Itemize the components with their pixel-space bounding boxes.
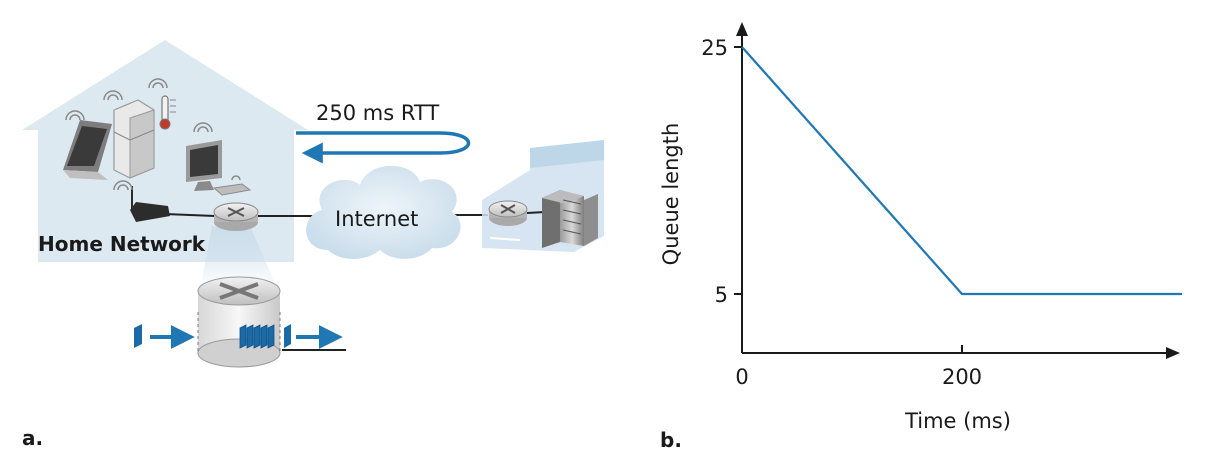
packet-icon (246, 324, 254, 349)
thermometer-icon (148, 78, 176, 130)
y-axis-arrow-icon (736, 22, 748, 36)
packet-icon (267, 324, 275, 349)
wifi-icon (113, 180, 133, 191)
packet-icon (260, 324, 268, 349)
y-axis-label: Queue length (659, 123, 683, 266)
x-axis-label: Time (ms) (904, 409, 1011, 433)
y-tick-label: 5 (715, 283, 728, 307)
x-tick-label: 0 (735, 365, 748, 389)
wifi-icon (148, 78, 168, 89)
outgoing-packet-icon (284, 324, 291, 348)
desktop-monitor-icon (186, 122, 222, 191)
router-icon (213, 202, 259, 231)
panel-a: Home Network 250 ms RTT Internet (22, 40, 604, 450)
modem-icon (113, 180, 170, 222)
packet-icon (253, 324, 261, 349)
cloud-icon (306, 165, 461, 259)
packet-icon (239, 324, 247, 349)
keyboard-icon (212, 175, 252, 196)
queued-packets (239, 324, 275, 349)
x-axis-arrow-icon (1166, 347, 1180, 359)
x-tick-label: 200 (942, 365, 982, 389)
rtt-label: 250 ms RTT (316, 101, 439, 125)
laptop-icon (63, 110, 112, 180)
modem-router-link (164, 213, 216, 217)
home-network-label: Home Network (38, 232, 206, 256)
panel-b-label: b. (660, 428, 682, 452)
zoom-beam (200, 226, 278, 290)
y-tick-label: 25 (701, 36, 728, 60)
house-icon (22, 40, 308, 262)
incoming-packet-icon (134, 324, 142, 348)
rtt-loop-arrow (296, 131, 471, 164)
refrigerator-icon (103, 90, 155, 179)
wifi-icon (103, 90, 123, 101)
server-icon (542, 190, 598, 248)
panel-a-label: a. (22, 426, 43, 450)
wifi-icon (193, 122, 213, 133)
queue-buffer-icon (197, 276, 281, 368)
internet-label: Internet (335, 207, 418, 231)
wifi-icon (231, 175, 241, 181)
queue-length-line (741, 46, 1182, 296)
server-router-icon (488, 200, 528, 226)
wifi-icon (65, 110, 85, 121)
